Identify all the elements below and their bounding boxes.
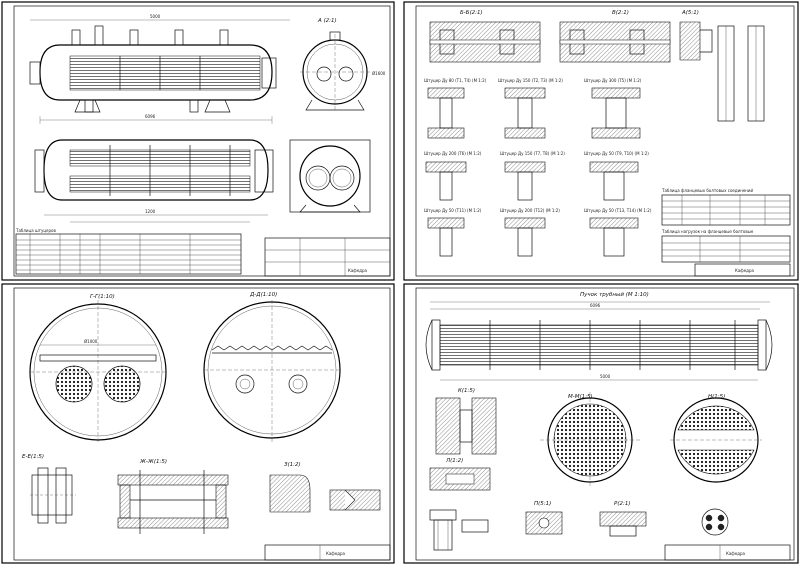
flange-details-grid: Штуцер Ду 80 (Т1, Т4) (М 1:2) Штуцер Ду … — [424, 78, 652, 257]
tube-plate-elevation — [717, 25, 765, 122]
node-z-label: З(1:2) — [284, 462, 301, 468]
view-b-label: В(2:1) — [612, 10, 629, 16]
bolt-detail — [429, 509, 489, 551]
bolt-load-table: Таблица нагрузок на фланцевые болтовые — [661, 229, 791, 263]
vessel-section-view — [289, 139, 371, 213]
flange-label-4: Штуцер Ду 200 (Т6) (М 1:2) — [424, 151, 482, 156]
vessel-plan-view: 1200 — [34, 139, 274, 223]
dim-bundle-inner: 5000 — [600, 374, 611, 379]
dim-label-inner: Ø1000 — [84, 339, 98, 344]
l-detail: Л(1:2) — [429, 458, 491, 491]
flange-label-8: Штуцер Ду 200 (Т12) (М 1:2) — [500, 208, 560, 213]
section-gg-view: Ø1000 — [29, 300, 167, 444]
node-zh-label: Ж-Ж(1:5) — [139, 459, 167, 465]
sheet-4-title: Пучок трубный (М 1:10) — [580, 292, 649, 298]
mm-label: М-М(1:5) — [568, 394, 593, 400]
sheet-2-title-block: Кафедра — [694, 263, 791, 277]
dim-bundle-length: 6096 — [590, 303, 601, 308]
sec-dd-label: Д-Д(1:10) — [249, 292, 277, 298]
sheet-1-title-block: Кафедра — [264, 237, 391, 277]
flange-label-7: Штуцер Ду 50 (Т11) (М 1:2) — [424, 208, 482, 213]
dim-label-length: 6096 — [145, 114, 156, 119]
tube-scheme — [701, 508, 729, 536]
sheet-2-inner-frame — [415, 5, 795, 277]
sheet-3-inner-frame — [13, 287, 391, 561]
stamp-company-4: Кафедра — [726, 551, 745, 556]
flange-label-3: Штуцер Ду 300 (Т5) (М 1:2) — [584, 78, 642, 83]
view-a-label: A (2:1) — [317, 18, 337, 24]
sheet-1: 6096 5000 A (2:1) Ø1600 — [1, 1, 395, 281]
sec-ab-label: Б-Б(2:1) — [460, 10, 483, 16]
flange-section-1 — [429, 21, 541, 63]
bolt-load-title: Таблица нагрузок на фланцевые болтовые — [661, 229, 754, 234]
flange-label-9: Штуцер Ду 50 (Т13, Т14) (М 1:2) — [584, 208, 652, 213]
flange-label-2: Штуцер Ду 150 (Т2, Т3) (М 1:2) — [498, 78, 563, 83]
node-z-detail: З(1:2) — [269, 462, 311, 513]
stamp-company-2: Кафедра — [735, 268, 754, 273]
node-a-label: А(5:1) — [681, 10, 699, 16]
sheet-4: Пучок трубный (М 1:10) 6096 5000 К(1:5) — [403, 283, 799, 564]
tube-plate-view: М-М(1:5) — [540, 392, 640, 488]
sec-gg-label: Г-Г(1:10) — [90, 294, 115, 300]
sheet-3: Г-Г(1:10) Д-Д(1:10) Ø1000 — [1, 283, 395, 564]
k-label: К(1:5) — [458, 388, 475, 394]
k-detail: К(1:5) — [435, 388, 497, 455]
l-label: Л(1:2) — [445, 458, 463, 464]
r-detail: Р(2:1) — [599, 501, 647, 537]
nozzle-table: Таблица штуцеров — [15, 228, 242, 275]
vessel-front-view: 6096 5000 — [29, 14, 290, 124]
sheet-2: Б-Б(2:1) В(2:1) А(5:1) Шт — [403, 1, 799, 281]
dim-label-overall: 5000 — [150, 14, 161, 19]
sheet-2-frame — [403, 1, 799, 281]
node-zh-detail: Ж-Ж(1:5) — [117, 459, 229, 534]
r-label: Р(2:1) — [614, 501, 630, 507]
flange-label-6: Штуцер Ду 50 (Т9, Т10) (М 1:2) — [584, 151, 649, 156]
stamp-company-1: Кафедра — [348, 268, 367, 273]
bolt-table-title: Таблица фланцевых болтовых соединений — [661, 188, 754, 193]
dim-label-diameter: Ø1600 — [372, 71, 386, 76]
flange-bolt-table: Таблица фланцевых болтовых соединений — [661, 188, 791, 226]
vessel-end-view: A (2:1) Ø1600 — [300, 18, 386, 112]
section-dd-view — [203, 300, 341, 442]
sheet-1-inner-frame — [13, 5, 391, 277]
weld-detail — [329, 489, 381, 511]
flange-label-5: Штуцер Ду 150 (Т7, Т8) (М 1:2) — [500, 151, 565, 156]
section-ee-detail: Е-Е(1:5) — [22, 454, 76, 524]
p-detail: П(5:1) — [525, 501, 563, 535]
sec-ee-label: Е-Е(1:5) — [22, 454, 44, 460]
stamp-company-3: Кафедра — [326, 551, 345, 556]
sheet-1-frame — [1, 1, 395, 281]
sheet-3-frame — [1, 283, 395, 564]
sheet-4-frame — [403, 283, 799, 564]
flange-section-2 — [559, 21, 671, 63]
baffle-plate-view: Н(1:5) — [670, 394, 762, 483]
tube-bundle-elevation: 6096 5000 — [425, 301, 773, 381]
sheet-4-inner-frame — [415, 287, 795, 561]
p-label: П(5:1) — [534, 501, 551, 507]
sheet-3-title-block: Кафедра — [264, 544, 391, 561]
node-a-detail — [679, 21, 713, 61]
sheet-4-title-block: Кафедра — [664, 544, 791, 561]
flange-label-1: Штуцер Ду 80 (Т1, Т4) (М 1:2) — [424, 78, 487, 83]
n-label: Н(1:5) — [708, 394, 725, 400]
dim-label-tube: 1200 — [145, 209, 156, 214]
nozzle-table-title: Таблица штуцеров — [15, 228, 56, 233]
